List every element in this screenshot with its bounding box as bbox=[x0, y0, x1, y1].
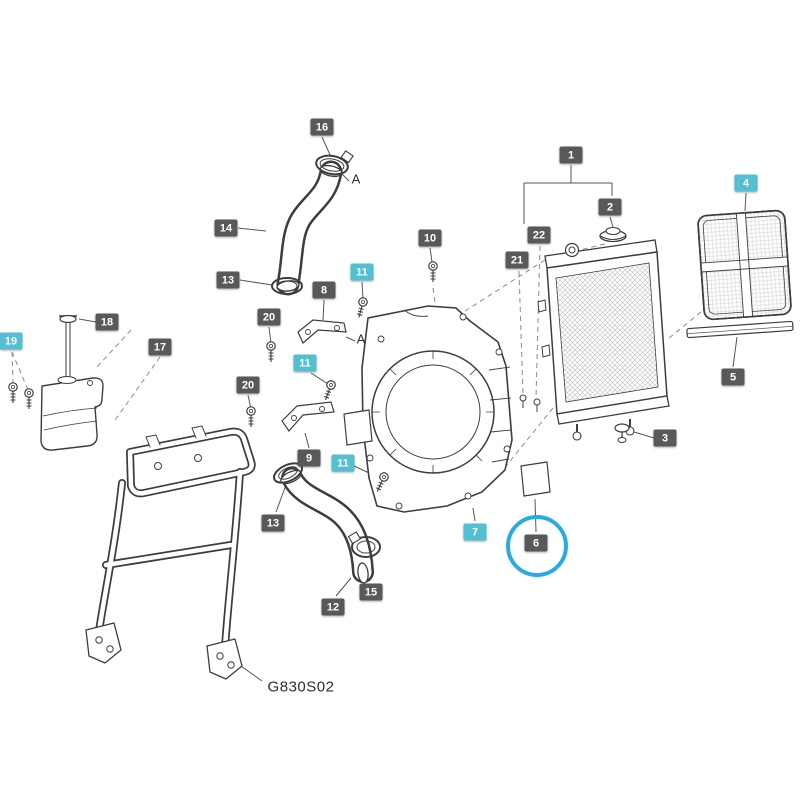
part-label-6: 6 bbox=[524, 534, 548, 552]
lower-hose bbox=[280, 467, 374, 584]
part-label-14: 14 bbox=[214, 219, 238, 237]
part-label-13: 13 bbox=[261, 514, 285, 532]
hose-clamp-13-lower bbox=[272, 462, 304, 484]
part-label-20: 20 bbox=[257, 308, 281, 326]
radiator-cap bbox=[599, 226, 627, 243]
part-label-13: 13 bbox=[216, 271, 240, 289]
bracket-9 bbox=[281, 401, 335, 432]
hose-clamp-13-upper bbox=[271, 277, 303, 295]
part-label-8: 8 bbox=[312, 281, 336, 299]
radiator bbox=[537, 239, 670, 441]
reservoir-tank bbox=[40, 314, 104, 451]
part-label-12: 12 bbox=[321, 598, 345, 616]
screen-panel bbox=[697, 209, 792, 321]
part-label-2: 2 bbox=[598, 198, 622, 216]
part-label-7[interactable]: 7 bbox=[463, 523, 487, 541]
part-label-16: 16 bbox=[310, 118, 334, 136]
part-label-21: 21 bbox=[505, 251, 529, 269]
hose-clamp-15 bbox=[347, 531, 381, 558]
part-label-11[interactable]: 11 bbox=[293, 354, 317, 372]
fan-shroud bbox=[361, 305, 513, 513]
support-frame bbox=[85, 425, 256, 680]
part-label-11[interactable]: 11 bbox=[331, 454, 355, 472]
bracket-8 bbox=[297, 319, 347, 344]
side-pad bbox=[343, 409, 373, 446]
radiator-mount-bolts bbox=[519, 394, 541, 412]
alignment-lines bbox=[11, 243, 702, 467]
hose-clamp-16 bbox=[315, 150, 354, 176]
part-label-22: 22 bbox=[527, 226, 551, 244]
part-label-11[interactable]: 11 bbox=[350, 263, 374, 281]
part-label-9: 9 bbox=[297, 449, 321, 467]
part-label-19[interactable]: 19 bbox=[0, 332, 23, 350]
part-label-20: 20 bbox=[236, 376, 260, 394]
seal-strip bbox=[686, 320, 794, 339]
part-label-4[interactable]: 4 bbox=[734, 174, 758, 192]
pad-part-6 bbox=[520, 461, 551, 497]
mount-grommet bbox=[614, 423, 630, 443]
part-label-5: 5 bbox=[721, 368, 745, 386]
part-label-1: 1 bbox=[559, 146, 583, 164]
part-label-17: 17 bbox=[148, 338, 172, 356]
part-label-15: 15 bbox=[359, 583, 383, 601]
upper-hose bbox=[276, 160, 343, 296]
part-label-18: 18 bbox=[95, 313, 119, 331]
part-label-3: 3 bbox=[653, 429, 677, 447]
part-label-10: 10 bbox=[418, 229, 442, 247]
